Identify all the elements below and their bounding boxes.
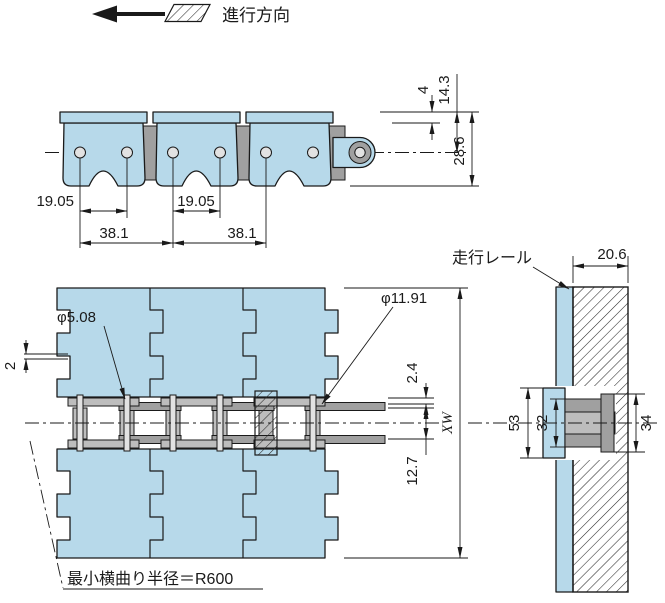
outer-link-plate xyxy=(160,397,233,407)
module-body xyxy=(62,122,146,187)
module-joint xyxy=(149,449,164,558)
plan-view-dimensions: φ5.08 φ11.91 2 2.4 12.7 XW xyxy=(2,287,468,559)
module-top-plate xyxy=(245,111,334,124)
module-joint xyxy=(242,288,257,397)
pin xyxy=(307,146,319,159)
side-view-dimensions: 4 14.3 28.6 19.05 19.05 38.1 38.1 xyxy=(36,74,479,248)
plan-view: 最小横曲り半径＝R600 xyxy=(25,287,440,590)
outer-link-plate xyxy=(67,439,140,449)
outer-link-plate xyxy=(253,439,326,449)
dim-overall-height: 28.6 xyxy=(451,136,468,165)
plate-band-bottom xyxy=(56,448,339,559)
dim-pitch-right: 19.05 xyxy=(177,193,215,210)
pin xyxy=(167,146,179,159)
label-pin-diameter: φ5.08 xyxy=(57,309,96,326)
module-joint xyxy=(242,449,257,558)
label-roller-diameter: φ11.91 xyxy=(381,290,427,307)
travel-direction-symbol: 進行方向 xyxy=(92,3,290,25)
outer-link-plate xyxy=(160,439,233,449)
dim-module-pitch-right: 38.1 xyxy=(227,225,256,242)
min-radius-curve xyxy=(29,440,64,589)
dim-pitch-left: 19.05 xyxy=(36,193,74,210)
pin xyxy=(121,146,133,159)
end-link-pin xyxy=(354,146,366,159)
outer-link-plate xyxy=(67,397,140,407)
dim-53: 53 xyxy=(506,415,523,432)
section-view xyxy=(468,286,658,593)
dim-belt-width: XW xyxy=(440,411,456,435)
pin xyxy=(260,146,272,159)
plate-band-top xyxy=(56,287,339,398)
dim-plate-step: 4 xyxy=(415,86,432,94)
pin xyxy=(74,146,86,159)
pin xyxy=(214,146,226,159)
dim-edge-clearance: 2 xyxy=(2,362,19,370)
dim-top-to-center: 14.3 xyxy=(436,75,453,104)
dim-32: 32 xyxy=(534,415,551,432)
side-view xyxy=(45,111,466,187)
dim-module-pitch-left: 38.1 xyxy=(99,225,128,242)
label-min-radius: 最小横曲り半径＝R600 xyxy=(67,570,233,588)
direction-arrow-head-icon xyxy=(92,5,117,23)
module-body xyxy=(248,122,332,187)
module-top-plate xyxy=(59,111,148,124)
dim-plate-clearance: 2.4 xyxy=(404,363,421,384)
module-top-plate xyxy=(152,111,241,124)
roller-chain xyxy=(67,390,386,456)
dim-34: 34 xyxy=(638,415,655,432)
label-running-rail: 走行レール xyxy=(452,249,532,267)
section-view-dimensions: 走行レール 20.6 53 32 34 xyxy=(452,246,655,459)
module-body xyxy=(155,122,239,187)
dim-rail-width: 20.6 xyxy=(597,246,626,263)
dim-inner-width: 12.7 xyxy=(404,456,421,485)
hatch-parallelogram-icon xyxy=(164,3,211,23)
module-joint xyxy=(149,288,164,397)
label-travel-direction: 進行方向 xyxy=(222,6,290,25)
